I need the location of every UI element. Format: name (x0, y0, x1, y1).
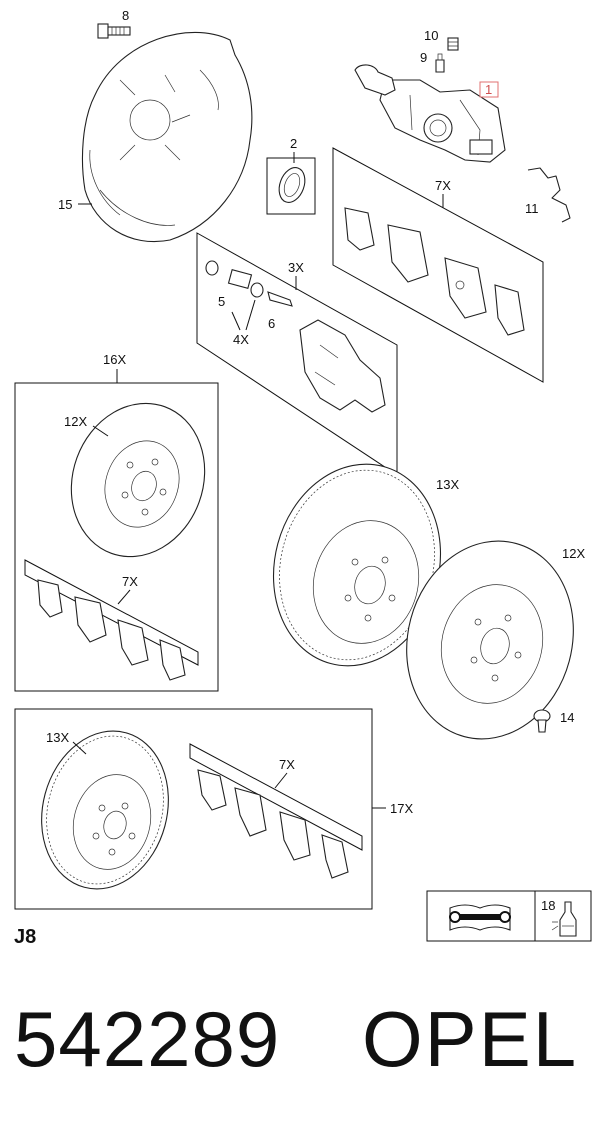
carrier-kit-box-3x (196, 232, 398, 476)
callout-3x: 3X (288, 260, 304, 275)
callout-1: 1 (485, 82, 492, 97)
callout-13x-right: 13X (436, 477, 459, 492)
callout-10: 10 (424, 28, 438, 43)
pad-kit-bottom-7x (189, 743, 363, 879)
callout-1-box (479, 81, 499, 98)
callout-9: 9 (420, 50, 427, 65)
brake-disc-13x-bottom (41, 730, 169, 890)
page-code: J8 (14, 926, 36, 948)
callout-8: 8 (122, 8, 129, 23)
callout-13x-bottom: 13X (46, 730, 69, 745)
pad-kit-top-7x (332, 147, 544, 383)
bolt-8 (97, 23, 131, 39)
screw-14 (533, 709, 551, 733)
callout-16x: 16X (103, 352, 126, 367)
seal-kit-box-2 (266, 157, 316, 215)
callout-6: 6 (268, 316, 275, 331)
bleeder-cap-10 (447, 37, 459, 51)
manual-wrench-icon (449, 904, 511, 931)
tool-legend: 18 (426, 890, 592, 942)
callout-11: 11 (525, 201, 539, 216)
brake-disc-12x-left (70, 402, 206, 558)
brake-caliper-1 (354, 64, 506, 163)
footer: 542289 OPEL (0, 1000, 600, 1120)
callout-4x: 4X (233, 332, 249, 347)
grease-tube-icon (551, 901, 577, 937)
spring-clip-11 (527, 167, 571, 223)
callout-7x-bottom: 7X (279, 757, 295, 772)
brake-disc-12x-right (406, 540, 574, 740)
callout-12x-right: 12X (562, 546, 585, 561)
backing-plate-15 (81, 31, 253, 242)
exploded-parts-diagram: 8 15 1 10 9 11 2 7X (14, 8, 592, 948)
part-number: 542289 (14, 995, 281, 1083)
callout-17x: 17X (390, 801, 413, 816)
callout-15: 15 (58, 197, 72, 212)
disc-kit-box-17x (14, 708, 373, 910)
callout-18: 18 (541, 898, 555, 913)
callout-14: 14 (560, 710, 574, 725)
callout-7x-top: 7X (435, 178, 451, 193)
bleeder-screw-9 (435, 53, 445, 73)
pad-kit-left-7x (24, 559, 199, 681)
brand-name: OPEL (362, 995, 579, 1083)
callout-7x-left: 7X (122, 574, 138, 589)
callout-5: 5 (218, 294, 225, 309)
callout-2: 2 (290, 136, 297, 151)
callout-12x-left: 12X (64, 414, 87, 429)
